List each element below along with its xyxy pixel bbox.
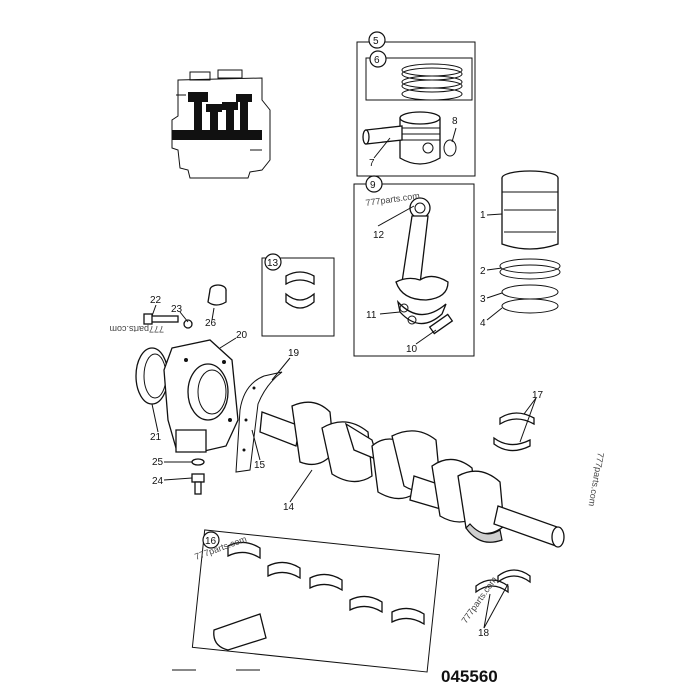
reference-number: 045560 bbox=[441, 667, 498, 686]
gudgeon-pin bbox=[362, 125, 403, 145]
callout-18: 18 bbox=[478, 628, 490, 639]
callout-12: 12 bbox=[373, 230, 385, 241]
leader-lines bbox=[151, 127, 537, 629]
washer bbox=[191, 458, 205, 466]
callout-19: 19 bbox=[288, 348, 300, 359]
callout-2: 2 bbox=[480, 266, 486, 277]
callout-14: 14 bbox=[283, 502, 295, 513]
callout-13: 13 bbox=[267, 258, 279, 269]
callout-3: 3 bbox=[480, 294, 486, 305]
dowel bbox=[207, 284, 227, 306]
circlip bbox=[443, 139, 457, 157]
watermark: 777parts.com bbox=[587, 452, 606, 507]
piston bbox=[399, 111, 441, 165]
main-bearing-frame bbox=[191, 529, 440, 673]
liner-seal-rings bbox=[499, 258, 561, 314]
piston-assembly-frame bbox=[356, 41, 476, 177]
callout-21: 21 bbox=[150, 432, 162, 443]
callout-4: 4 bbox=[480, 318, 486, 329]
thrust-washers-lower bbox=[475, 569, 531, 594]
big-end-bearing-shells bbox=[285, 271, 315, 309]
bolt bbox=[191, 473, 205, 495]
callout-9: 9 bbox=[370, 180, 376, 191]
callout-11: 11 bbox=[366, 310, 377, 321]
piston-rings bbox=[401, 63, 463, 101]
main-bearing-shells bbox=[213, 541, 425, 651]
watermark: 777parts.com bbox=[459, 575, 498, 625]
callout-16: 16 bbox=[205, 536, 217, 547]
connecting-rod bbox=[395, 197, 449, 325]
con-rod-bolt bbox=[428, 313, 454, 335]
connecting-rod-frame bbox=[353, 183, 475, 357]
watermark: 777parts.com bbox=[109, 324, 164, 334]
callout-labels: 1 2 3 4 5 6 7 8 9 10 11 12 13 14 15 16 1… bbox=[150, 31, 544, 639]
rear-seal-housing bbox=[163, 339, 239, 453]
crankshaft bbox=[259, 401, 565, 548]
callout-7: 7 bbox=[369, 158, 375, 169]
oil-seal bbox=[135, 347, 169, 405]
thrust-washers-upper bbox=[493, 412, 535, 452]
piston-rings-frame bbox=[365, 57, 473, 101]
callout-25: 25 bbox=[152, 457, 164, 468]
callout-8: 8 bbox=[452, 116, 458, 127]
engine-location-icon bbox=[171, 69, 271, 179]
callout-26: 26 bbox=[205, 318, 217, 329]
callout-6: 6 bbox=[374, 55, 380, 66]
callout-24: 24 bbox=[152, 476, 164, 487]
gasket bbox=[235, 371, 283, 473]
callout-5: 5 bbox=[373, 36, 379, 47]
callout-20: 20 bbox=[236, 330, 248, 341]
callout-10: 10 bbox=[406, 344, 418, 355]
cylinder-liner bbox=[501, 170, 559, 250]
callout-22: 22 bbox=[150, 295, 162, 306]
big-end-bearing-frame bbox=[261, 257, 335, 337]
callout-15: 15 bbox=[254, 460, 266, 471]
callout-23: 23 bbox=[171, 304, 183, 315]
bolt-and-washer bbox=[143, 313, 193, 329]
callout-17: 17 bbox=[532, 390, 544, 401]
callout-1: 1 bbox=[480, 210, 486, 221]
